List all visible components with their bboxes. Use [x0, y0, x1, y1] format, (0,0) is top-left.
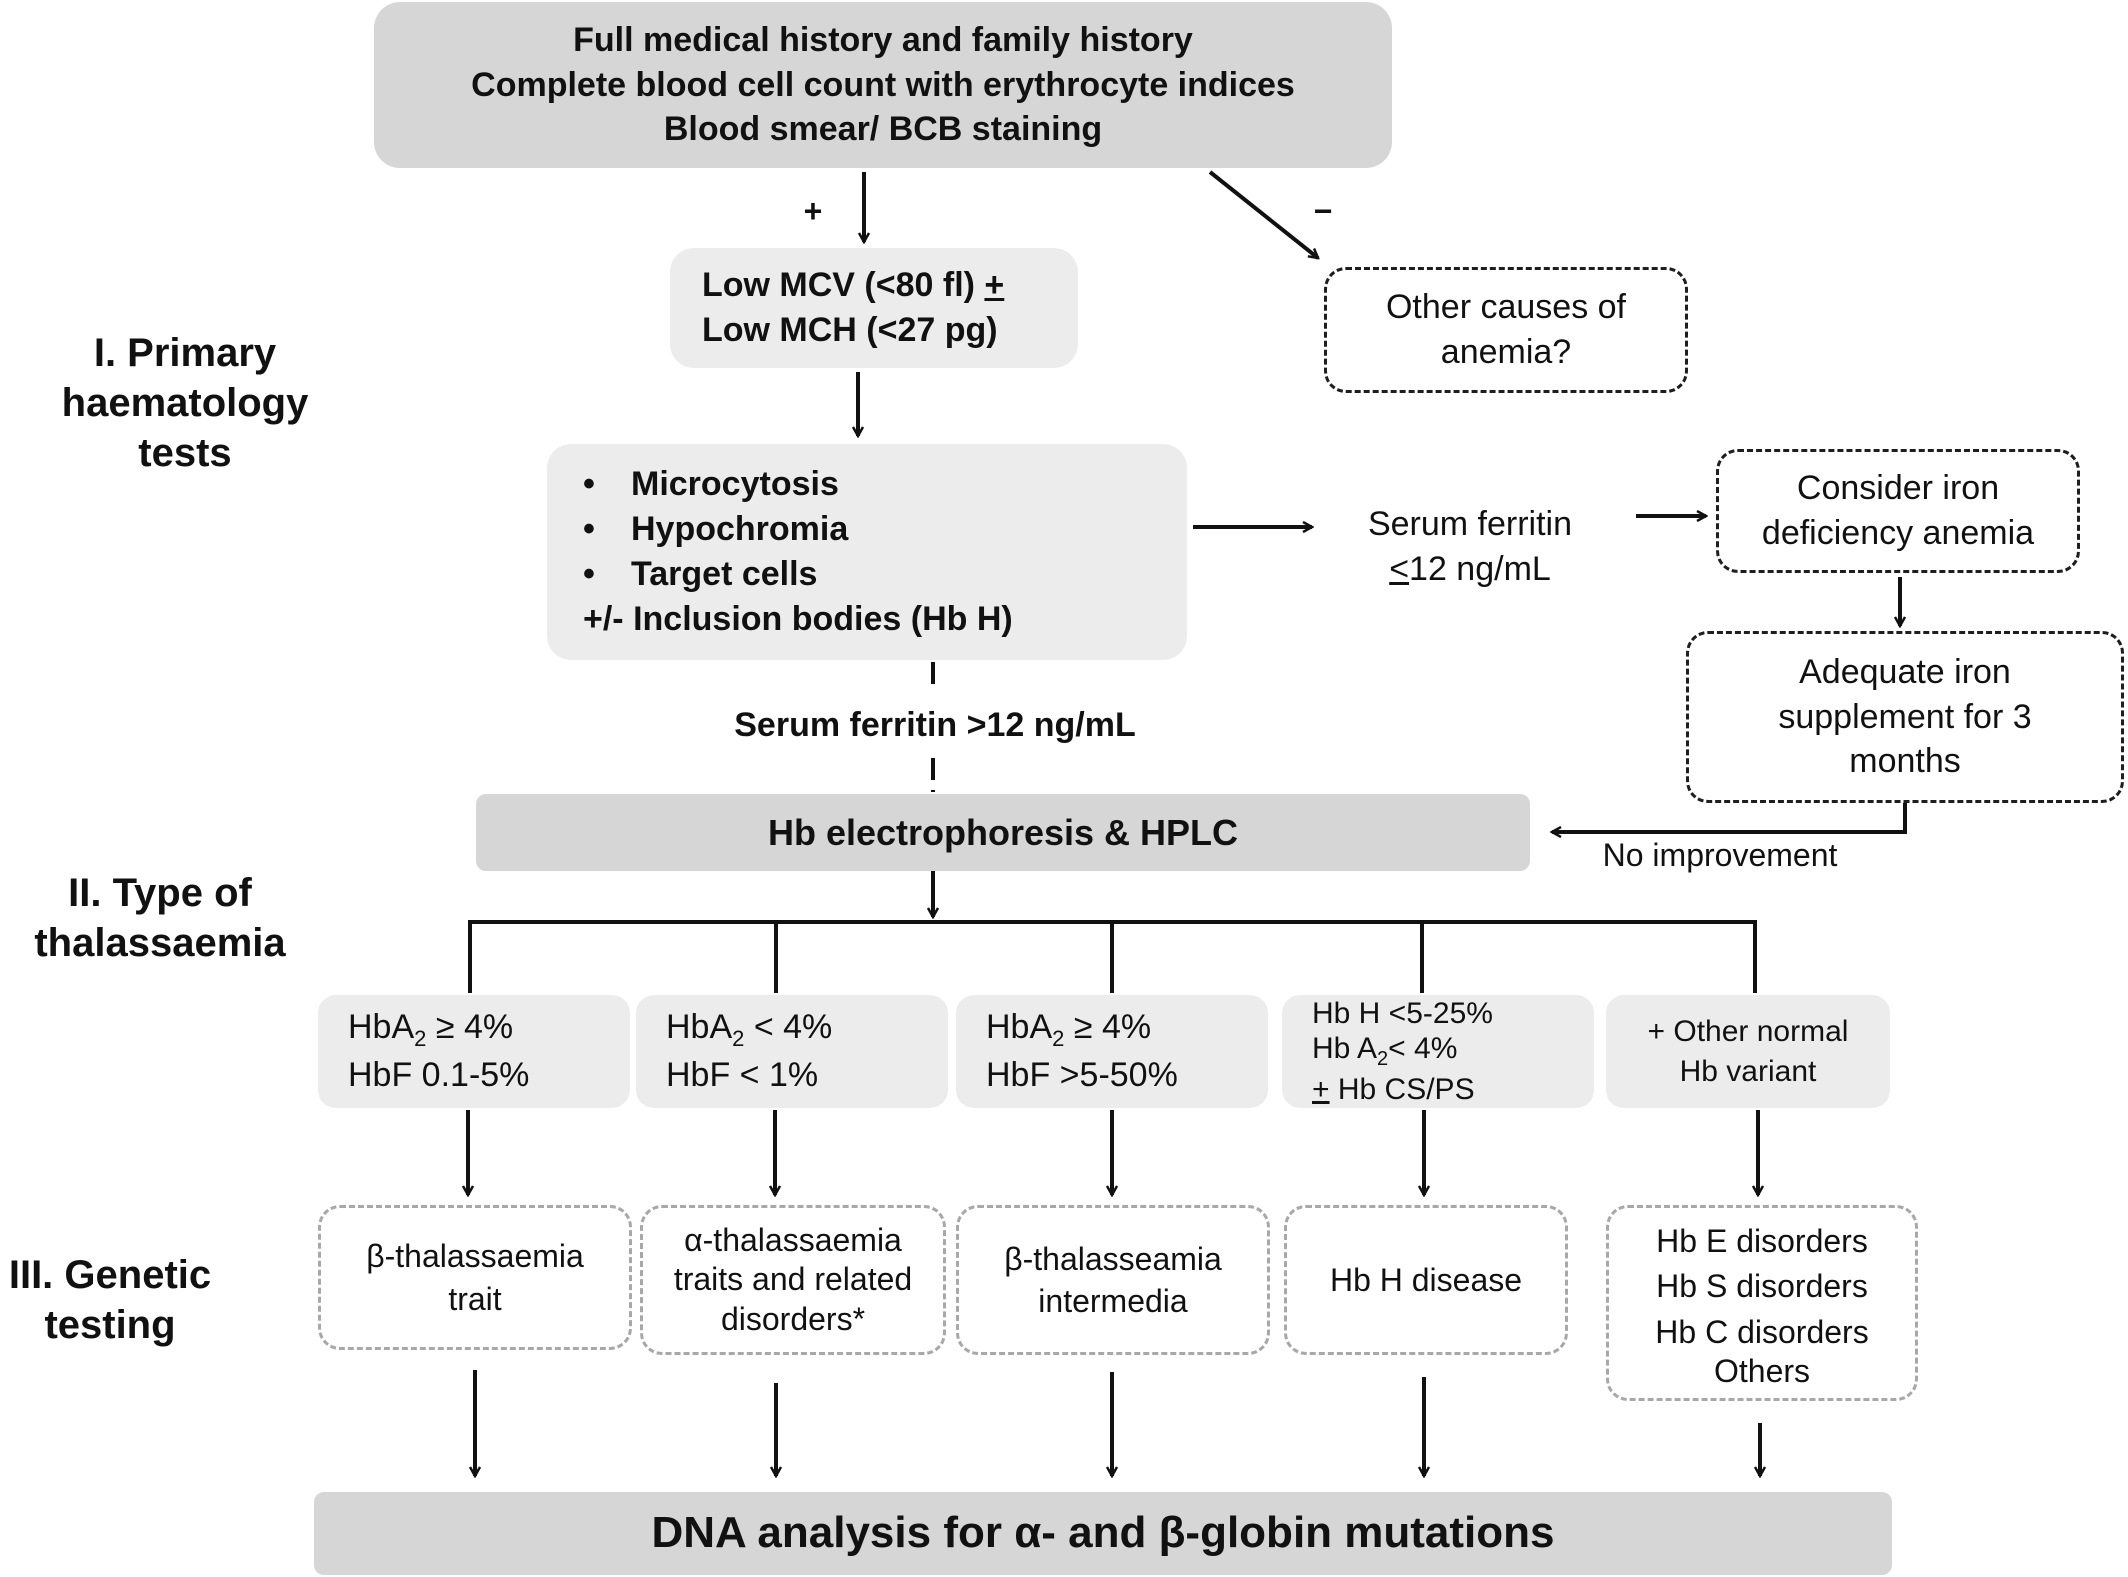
result-2-line-1: HbA2 < 4% — [666, 1008, 833, 1051]
outcome-box-4: Hb H disease — [1284, 1205, 1568, 1355]
result-box-2: HbA2 < 4% HbF < 1% — [636, 995, 948, 1108]
electrophoresis-box: Hb electrophoresis & HPLC — [476, 794, 1530, 871]
feature-hypochromia: •Hypochromia — [583, 510, 849, 549]
result-box-3: HbA2 ≥ 4% HbF >5-50% — [956, 995, 1268, 1108]
result-4-line-3: + Hb CS/PS — [1312, 1072, 1475, 1106]
other-causes-box: Other causes of anemia? — [1324, 267, 1688, 393]
feature-microcytosis: •Microcytosis — [583, 465, 839, 504]
outcome-box-3: β-thalasseamia intermedia — [956, 1205, 1270, 1355]
low-mcv-box: Low MCV (<80 fl) + Low MCH (<27 pg) — [670, 248, 1078, 368]
result-5-line-2: Hb variant — [1679, 1054, 1817, 1088]
section-label-primary: I. Primary haematology tests — [61, 331, 309, 475]
outcome-box-1: β-thalassaemia trait — [318, 1205, 632, 1350]
result-4-line-1: Hb H <5-25% — [1312, 996, 1493, 1030]
result-1-line-2: HbF 0.1-5% — [348, 1055, 530, 1094]
feature-target-cells: •Target cells — [583, 555, 818, 593]
result-3-line-1: HbA2 ≥ 4% — [986, 1008, 1152, 1051]
result-3-line-2: HbF >5-50% — [986, 1055, 1178, 1094]
section-label-type: II. Type of thalassaemia — [34, 871, 286, 965]
iron-supplement-box: Adequate iron supplement for 3 months — [1686, 631, 2124, 803]
outcome-box-5: Hb E disorders Hb S disorders Hb C disor… — [1606, 1205, 1918, 1401]
result-box-5: + Other normal Hb variant — [1606, 995, 1890, 1108]
outcome-box-2: α-thalassaemia traits and related disord… — [640, 1205, 946, 1355]
plus-sign: + — [803, 193, 823, 229]
serum-ferritin-high: Serum ferritin >12 ng/mL — [734, 706, 1136, 744]
section-label-genetic: III. Genetic testing — [8, 1253, 212, 1347]
result-1-line-1: HbA2 ≥ 4% — [348, 1008, 514, 1051]
features-box: •Microcytosis •Hypochromia •Target cells… — [547, 444, 1187, 660]
feature-inclusion-bodies: +/- Inclusion bodies (Hb H) — [583, 599, 1013, 638]
minus-sign: − — [1313, 193, 1333, 229]
history-box: Full medical history and family history … — [374, 2, 1392, 168]
arrow-no-improvement — [1552, 803, 1907, 832]
iron-deficiency-box: Consider iron deficiency anemia — [1716, 449, 2080, 573]
result-box-1: HbA2 ≥ 4% HbF 0.1-5% — [318, 995, 630, 1108]
arrow-history-to-other-causes — [1208, 170, 1318, 258]
result-box-4: Hb H <5-25% Hb A2< 4% + Hb CS/PS — [1282, 995, 1594, 1108]
result-4-line-2: Hb A2< 4% — [1312, 1032, 1458, 1071]
serum-ferritin-low: Serum ferritin <12 ng/mL — [1367, 505, 1573, 588]
dna-analysis-box: DNA analysis for α- and β-globin mutatio… — [314, 1492, 1892, 1575]
result-2-line-2: HbF < 1% — [666, 1055, 819, 1094]
result-5-line-1: + Other normal — [1647, 1014, 1849, 1048]
no-improvement-label: No improvement — [1602, 837, 1838, 873]
